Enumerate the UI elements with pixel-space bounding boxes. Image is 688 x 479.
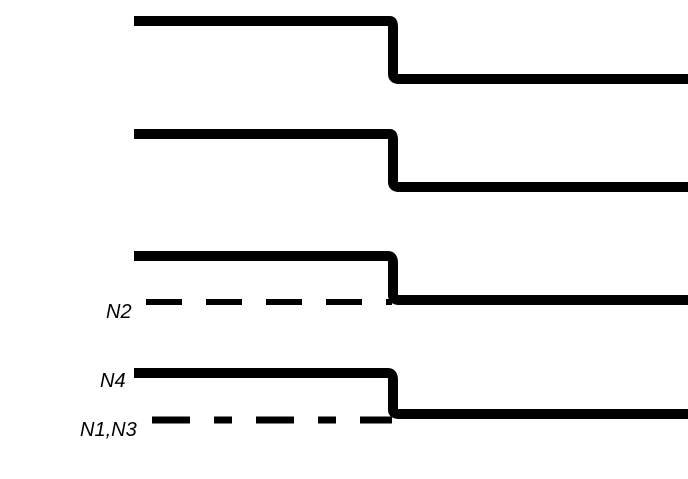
- step-signal: [134, 129, 688, 192]
- waveform-row-1: [134, 16, 688, 84]
- step-signal: [134, 16, 688, 84]
- waveform-row-2: [134, 129, 688, 192]
- label-n1-n3: N1,N3: [80, 419, 137, 441]
- step-signal: [134, 368, 688, 419]
- step-signal: [134, 251, 688, 305]
- label-n4: N4: [100, 370, 126, 392]
- label-n2: N2: [106, 301, 132, 323]
- waveform-row-3: N2: [106, 251, 688, 323]
- waveform-row-4: N4 N1,N3: [80, 368, 688, 441]
